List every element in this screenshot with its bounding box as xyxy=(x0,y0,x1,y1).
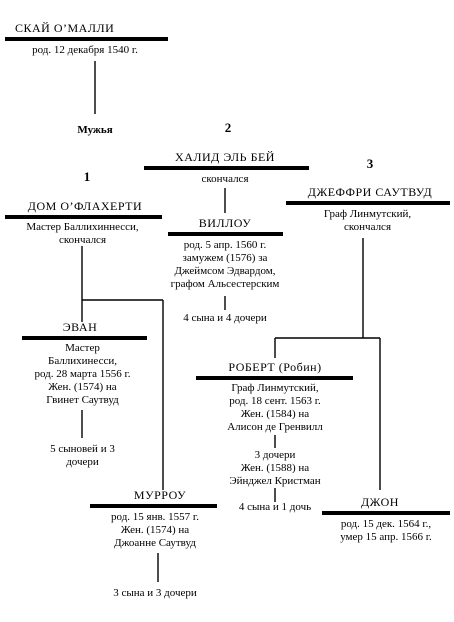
willow-children: 4 сына и 4 дочери xyxy=(183,312,267,324)
husband3-name: ДЖЕФФРИ САУТВУД xyxy=(307,185,433,199)
murrough-name: МУРРОУ xyxy=(133,488,187,502)
husband3-info: Граф Линмутский, скончался xyxy=(323,208,412,233)
murrough-children: 3 сына и 3 дочери xyxy=(113,587,197,599)
husband3-bar xyxy=(286,201,450,205)
husband2-bar xyxy=(144,166,309,170)
sky-info: род. 12 декабря 1540 г. xyxy=(32,44,138,56)
murrough-info: род. 15 янв. 1557 г. Жен. (1574) на Джоа… xyxy=(111,511,199,549)
willow-name: ВИЛЛОУ xyxy=(198,216,252,230)
robert-children2: 4 сына и 1 дочь xyxy=(238,501,312,513)
ewan-bar xyxy=(22,336,147,340)
sky-name: СКАЙ О’МАЛЛИ xyxy=(15,21,115,35)
husband2-number: 2 xyxy=(224,120,232,135)
husband2-name: ХАЛИД ЭЛЬ БЕЙ xyxy=(175,150,275,164)
ewan-children: 5 сыновей и 3 дочери xyxy=(50,443,115,468)
husband1-name: ДОМ О’ФЛАХЕРТИ xyxy=(27,199,143,213)
sky-bar xyxy=(5,37,168,41)
husband1-info: Мастер Баллихиннесси, скончался xyxy=(26,221,139,246)
robert-name: РОБЕРТ (Робин) xyxy=(228,360,322,374)
husband1-number: 1 xyxy=(83,169,91,184)
robert-info: Граф Линмутский, род. 18 сент. 1563 г. Ж… xyxy=(227,382,323,433)
husband3-number: 3 xyxy=(366,156,374,171)
ewan-info: Мастер Баллихинесси, род. 28 марта 1556 … xyxy=(34,342,131,406)
robert-children1: 3 дочери Жен. (1588) на Эйнджел Кристман xyxy=(229,449,321,487)
robert-bar xyxy=(196,376,353,380)
john-name: ДЖОН xyxy=(361,495,399,509)
husband2-info: скончался xyxy=(201,173,249,185)
john-info: род. 15 дек. 1564 г., умер 15 апр. 1566 … xyxy=(340,518,432,543)
husband1-bar xyxy=(5,215,162,219)
willow-bar xyxy=(168,232,283,236)
john-bar xyxy=(322,511,450,515)
murrough-bar xyxy=(90,504,217,508)
husbands-label: Мужья xyxy=(77,124,113,136)
willow-info: род. 5 апр. 1560 г. замужем (1576) за Дж… xyxy=(170,239,280,290)
ewan-name: ЭВАН xyxy=(62,320,98,334)
